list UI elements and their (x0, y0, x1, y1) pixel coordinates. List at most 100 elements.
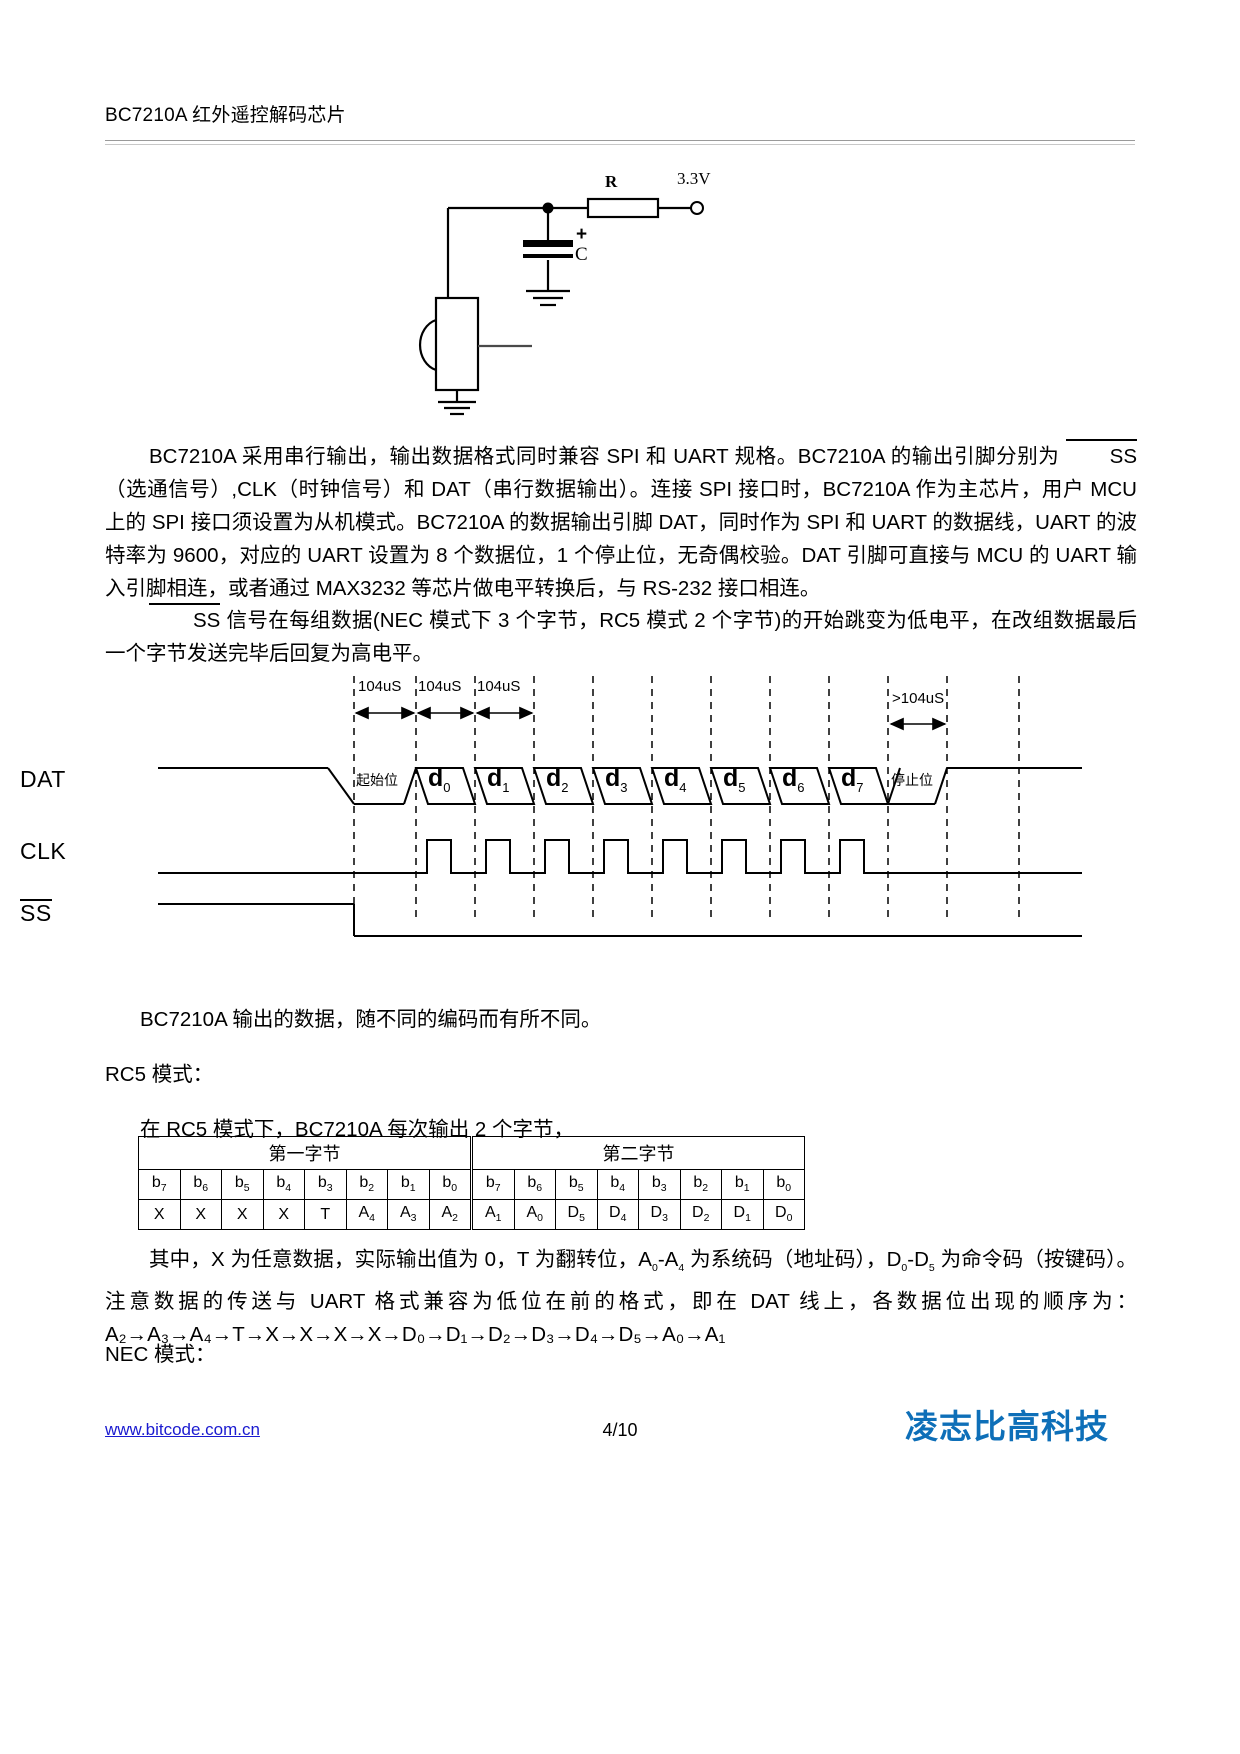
signal-label-dat: DAT (20, 766, 66, 792)
table2-bit-cell-2: b5 (555, 1169, 598, 1200)
p1-text-b: （选通信号）,CLK（时钟信号）和 DAT（串行数据输出）。连接 SPI 接口时… (105, 478, 1137, 600)
paragraph-ss-timing: SS 信号在每组数据(NEC 模式下 3 个字节，RC5 模式 2 个字节)的开… (105, 603, 1137, 670)
stop-interval-label: >104uS (892, 690, 945, 707)
table1-bit-cell-1: b6 (179, 1169, 222, 1200)
table1-value-cell-1: X (179, 1199, 222, 1230)
table2-bit-cell-7: b0 (762, 1169, 805, 1200)
table2-value-cell-2: D5 (555, 1199, 598, 1230)
table1-value-cell-4: T (304, 1199, 347, 1230)
signal-label-clk: CLK (20, 838, 67, 864)
application-circuit-diagram: R + C 3.3V (400, 160, 760, 420)
table2-value-cell-0: A1 (472, 1199, 515, 1230)
paragraph-rc5-two-bytes: 在 RC5 模式下，BC7210A 每次输出 2 个字节， (140, 1118, 575, 1141)
p6-c: 为系统码（地址码），D (684, 1248, 902, 1271)
table2-bit-cell-5: b2 (679, 1169, 722, 1200)
p6-sub3: 0 (901, 1262, 908, 1275)
company-logo: 凌志比高科技 (905, 1404, 1135, 1450)
table2-bit-cell-1: b6 (513, 1169, 556, 1200)
table1-value-cell-0: X (138, 1199, 181, 1230)
p2-text-b: 信号在每组数据(NEC 模式下 3 个字节，RC5 模式 2 个字节)的开始跳变… (105, 609, 1137, 665)
table1-bit-cell-3: b4 (262, 1169, 305, 1200)
table2-value-cell-1: A0 (513, 1199, 556, 1230)
data-bit-0: d0 (428, 764, 451, 795)
table1-value-cell-3: X (262, 1199, 305, 1230)
p6-e: 为命令码（按键码）。注意数据的传送与 UART 格式兼容为低位在前的格式，即在 … (105, 1248, 1137, 1314)
p6-sub1: 0 (652, 1262, 658, 1275)
company-logo-svg: 凌志比高科技 (905, 1408, 1109, 1445)
table1-bit-cell-4: b3 (304, 1169, 347, 1200)
table2-value-cell-6: D1 (721, 1199, 764, 1230)
svg-text:凌志比高科技: 凌志比高科技 (905, 1408, 1109, 1445)
resistor-label: R (605, 172, 618, 191)
ss-waveform (158, 903, 1082, 937)
table2-bit-cell-3: b4 (596, 1169, 639, 1200)
interval-label-3: 104uS (477, 678, 521, 695)
supply-voltage-label: 3.3V (677, 169, 711, 188)
paragraph-spi-uart-output: BC7210A 采用串行输出，输出数据格式同时兼容 SPI 和 UART 规格。… (105, 439, 1138, 605)
table1-value-cell-5: A4 (345, 1199, 388, 1230)
data-bit-7: d7 (841, 764, 864, 795)
table2-title: 第二字节 (472, 1136, 805, 1170)
table1-title: 第一字节 (138, 1136, 471, 1170)
table2-value-cell-3: D4 (596, 1199, 639, 1230)
data-bit-6: d6 (782, 764, 805, 795)
dat-waveform (158, 767, 1082, 805)
table1-value-cell-2: X (221, 1199, 264, 1230)
interval-label-2: 104uS (418, 678, 462, 695)
table1-bit-cell-2: b5 (221, 1169, 264, 1200)
data-bit-3: d3 (605, 764, 628, 795)
ss-overline-2: SS (149, 603, 221, 637)
footer-website-link[interactable]: www.bitcode.com.cn (105, 1420, 260, 1439)
capacitor-polarity-label: + (576, 224, 588, 245)
capacitor-label: C (575, 244, 588, 265)
data-bit-5: d5 (723, 764, 746, 795)
data-bit-4: d4 (664, 764, 687, 795)
junction-dot (542, 202, 554, 214)
table2-value-cell-4: D3 (638, 1199, 681, 1230)
paragraph-output-data-note: BC7210A 输出的数据，随不同的编码而有所不同。 (140, 1008, 602, 1031)
p6-b: -A (657, 1248, 679, 1271)
clk-waveform (158, 839, 1082, 874)
p1-text-a: BC7210A 采用串行输出，输出数据格式同时兼容 SPI 和 UART 规格。… (149, 445, 1066, 468)
table1-value-cell-7: A2 (428, 1199, 471, 1230)
table1-value-cell-6: A3 (387, 1199, 430, 1230)
footer-page-number: 4/10 (602, 1420, 638, 1440)
ss-overline-1: SS (1065, 439, 1138, 473)
signal-label-ss: SS (20, 899, 52, 926)
supply-terminal (690, 201, 704, 215)
p6-bit-sequence: A₂→A₃→A₄→T→X→X→X→X→D₀→D₁→D₂→D₃→D₄→D₅→A₀→… (105, 1323, 726, 1347)
data-bit-1: d1 (487, 764, 510, 795)
table2-bit-cell-0: b7 (472, 1169, 515, 1200)
timing-svg (158, 676, 1082, 937)
heading-rc5-mode: RC5 模式： (105, 1063, 214, 1086)
table2-value-cell-5: D2 (679, 1199, 722, 1230)
table2-bit-cell-6: b1 (721, 1169, 764, 1200)
p6-a: 其中，X 为任意数据，实际输出值为 0，T 为翻转位，A (149, 1248, 652, 1271)
start-bit-label: 起始位 (356, 772, 398, 788)
p6-sub2: 4 (678, 1262, 685, 1275)
table2-bit-cell-4: b3 (638, 1169, 681, 1200)
capacitor-plate-top (523, 240, 573, 247)
table1-bit-cell-5: b2 (345, 1169, 388, 1200)
table2-value-cell-7: D0 (762, 1199, 805, 1230)
capacitor-plate-bottom (523, 254, 573, 258)
circuit-svg (418, 197, 704, 416)
p6-sub4: 5 (928, 1262, 935, 1275)
data-bit-2: d2 (546, 764, 569, 795)
heading-nec-mode: NEC 模式： (105, 1343, 216, 1366)
page-header-title: BC7210A 红外遥控解码芯片 (105, 105, 346, 126)
table1-bit-cell-0: b7 (138, 1169, 181, 1200)
stop-bit-label: 停止位 (891, 772, 933, 788)
p6-d: -D (907, 1248, 929, 1271)
table1-bit-cell-6: b1 (387, 1169, 430, 1200)
header-divider (105, 140, 1135, 145)
table1-bit-cell-7: b0 (428, 1169, 471, 1200)
